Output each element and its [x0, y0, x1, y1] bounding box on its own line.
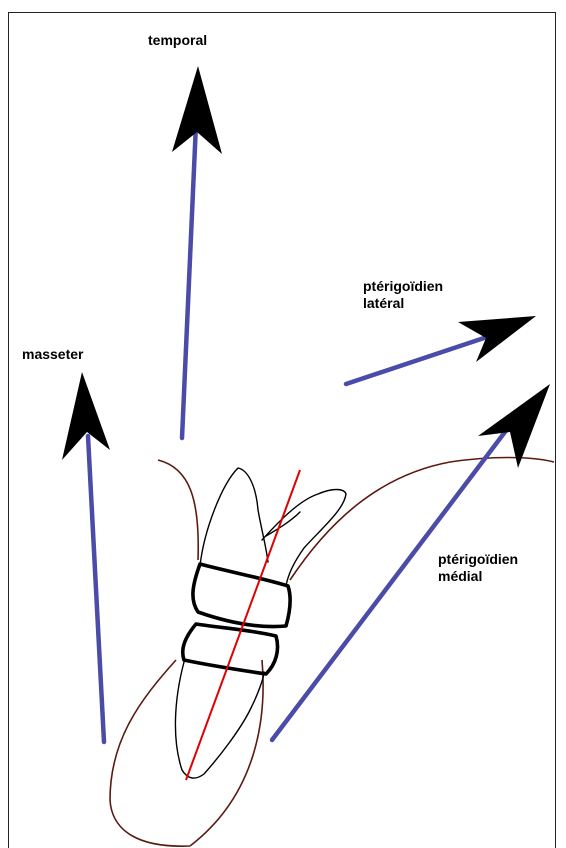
tooth-crown-upper	[193, 564, 290, 626]
temporal-vector-shaft	[182, 124, 196, 438]
lateral-pterygoid-force-arrow	[346, 316, 536, 384]
lateral-pterygoid-label-line1: ptérigoïdien	[363, 278, 443, 295]
masseter-label: masseter	[22, 346, 84, 363]
tooth-outline	[175, 468, 346, 778]
masseter-arrowhead	[62, 372, 110, 460]
tooth-crown-lower	[183, 624, 278, 674]
medial-pterygoid-label: ptérigoïdien médial	[438, 551, 518, 585]
lateral-pterygoid-label-line2: latéral	[363, 295, 443, 312]
masseter-force-arrow	[62, 372, 110, 742]
temporal-label: temporal	[148, 32, 207, 49]
masseter-vector-shaft	[88, 436, 104, 742]
tooth-cusp-left	[200, 468, 268, 566]
medial-pterygoid-label-line1: ptérigoïdien	[438, 551, 518, 568]
lateral-pterygoid-arrowhead	[458, 316, 536, 362]
medial-pterygoid-label-line2: médial	[438, 568, 518, 585]
lateral-pterygoid-vector-shaft	[346, 338, 484, 384]
temporal-force-arrow	[172, 66, 222, 438]
mandible-soft-tissue-outline	[110, 458, 554, 847]
lateral-pterygoid-label: ptérigoïdien latéral	[363, 278, 443, 312]
